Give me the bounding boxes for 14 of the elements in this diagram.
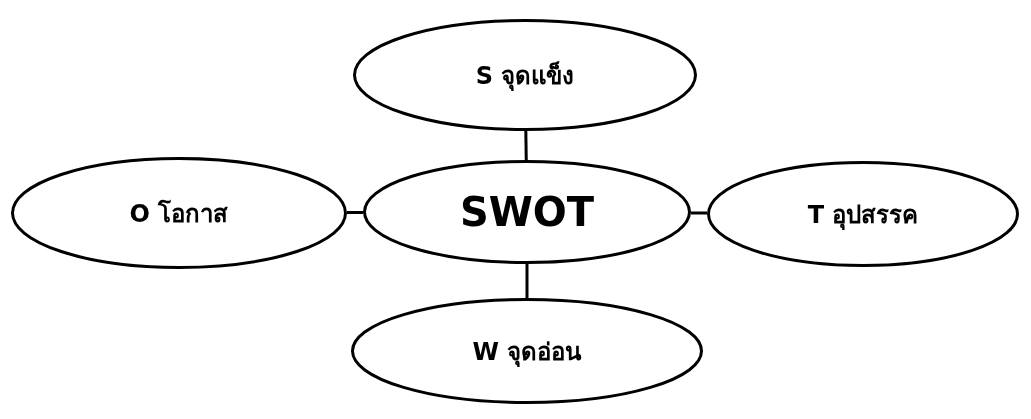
connector-line [524,130,528,161]
node-label: W จุดอ่อน [472,336,582,369]
ellipse-node [363,160,691,264]
connector-line [690,211,708,215]
node-label: T อุปสรรค [807,199,919,232]
connector-line [525,264,529,298]
ellipse-node [707,161,1019,267]
node-label: O โอกาส [129,198,229,230]
ellipse-node [11,157,347,269]
node-label: S จุดแข็ง [475,60,575,93]
ellipse-node [351,298,703,404]
connector-line [347,210,363,214]
ellipse-node [353,19,697,131]
node-label: SWOT [459,189,595,235]
